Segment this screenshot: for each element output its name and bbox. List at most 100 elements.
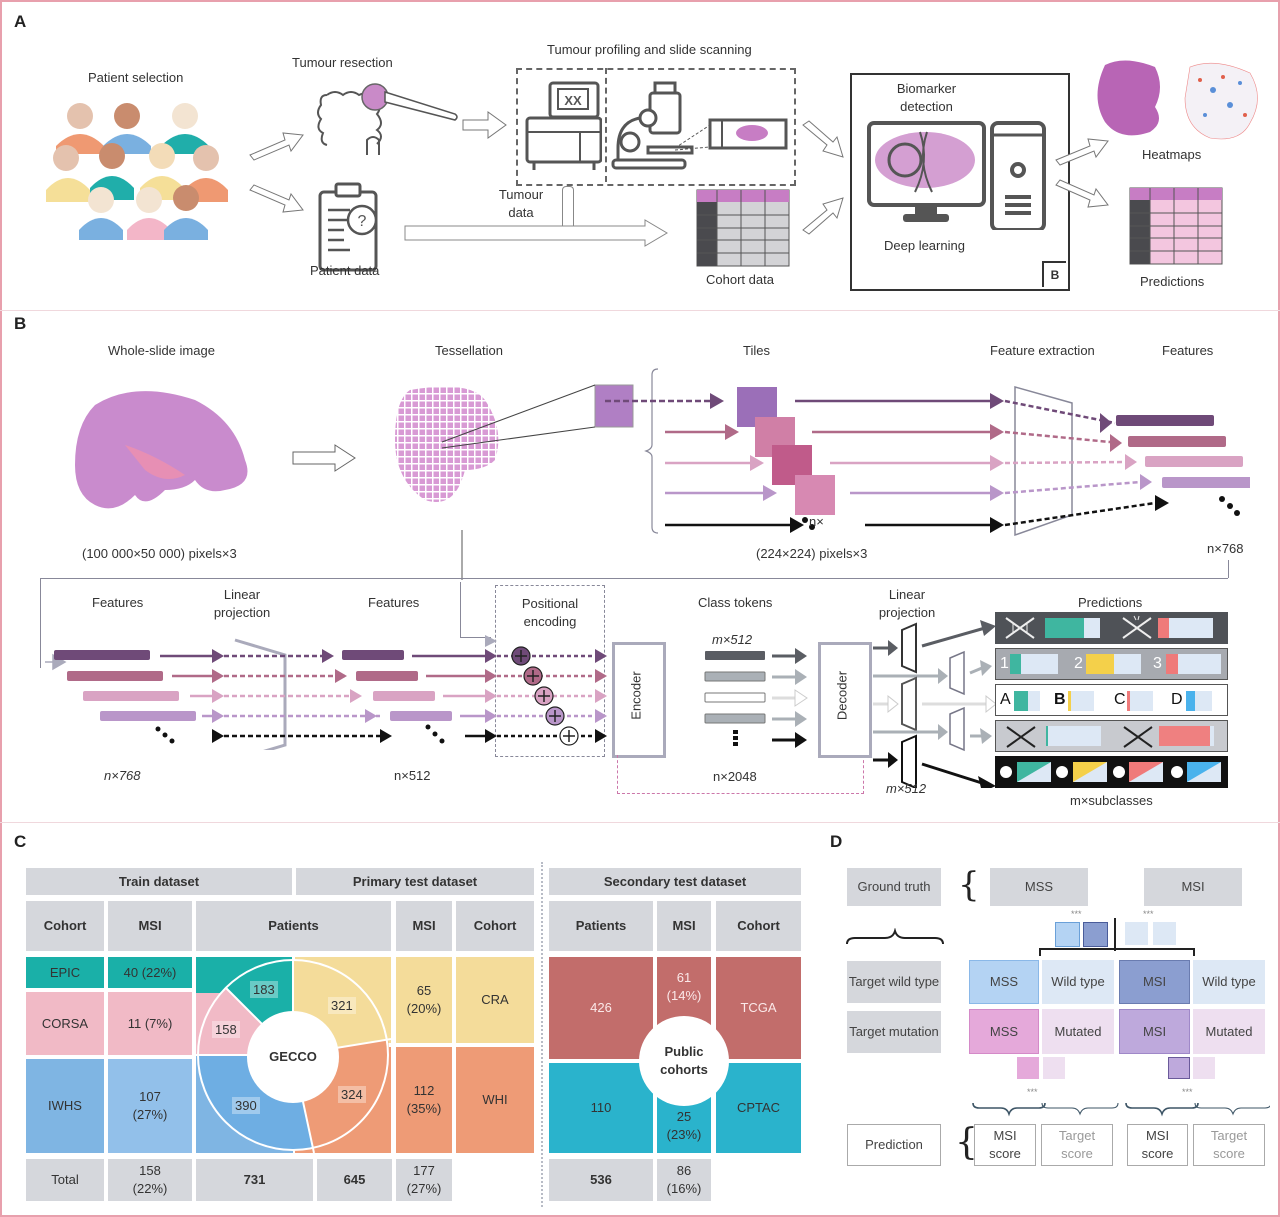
deep-learning-label: Deep learning <box>884 238 965 253</box>
score-bar-fill <box>1045 618 1084 638</box>
whi-cohort: WHI <box>456 1047 534 1153</box>
grid-mut-2: Mutated <box>1193 1009 1265 1054</box>
computer-icon <box>867 121 1046 230</box>
score-bar-track <box>1186 691 1212 711</box>
cra-patients: 321 <box>328 997 356 1014</box>
cohort-table-icon <box>696 189 790 267</box>
pos-connector <box>460 582 491 638</box>
prediction-row-2: 1 2 3 <box>995 648 1228 680</box>
class-c-label: C <box>1114 691 1126 708</box>
epic-patients: 183 <box>250 981 278 998</box>
positional-encoding-label: Positional encoding <box>521 596 579 629</box>
tumour-resection-label: Tumour resection <box>292 55 393 70</box>
mut-swatch-2 <box>1193 1057 1215 1079</box>
score-bar-fill <box>1127 691 1130 711</box>
patient-arrows <box>249 132 304 213</box>
sec-total-msi: 86 (16%) <box>657 1159 711 1201</box>
score-bar-track <box>1014 691 1040 711</box>
panel-d-letter: D <box>830 832 843 851</box>
subclass-1-label: 1 <box>1000 655 1009 672</box>
primary-test-header: Primary test dataset <box>296 868 534 895</box>
m-subclasses-label: m×subclasses <box>1070 793 1153 808</box>
patient-selection-label: Patient selection <box>88 70 184 85</box>
msi-mut-swatch <box>1168 1057 1190 1079</box>
comparison-bracket <box>1039 948 1195 956</box>
prediction-row-4 <box>995 720 1228 752</box>
colon-scalpel-icon <box>317 83 458 155</box>
corsa-msi: 11 (7%) <box>108 992 192 1055</box>
score-bar-track <box>1127 691 1153 711</box>
people-icon <box>46 103 228 240</box>
prediction-row-3: A B C D <box>995 684 1228 716</box>
class-a-label: A <box>1000 691 1011 708</box>
subclass-2-label: 2 <box>1074 655 1083 672</box>
flow-connector-right <box>1228 560 1229 578</box>
class-b-label: B <box>1054 691 1066 708</box>
dna-icon <box>1005 617 1035 639</box>
feature-extractor-trapezoid <box>1014 386 1073 537</box>
cra-msi: 65 (20%) <box>396 957 452 1043</box>
stars-4: *** <box>1182 1087 1193 1097</box>
epic-cohort: EPIC <box>26 957 104 988</box>
score-bar-track <box>1158 618 1213 638</box>
prediction-label: Prediction <box>847 1124 941 1166</box>
mutated-dna-icon <box>1122 615 1152 639</box>
whi-msi: 112 (35%) <box>396 1047 452 1153</box>
score-bar-track <box>1086 654 1141 674</box>
sec-col-msi: MSI <box>657 901 711 951</box>
tile-4 <box>795 475 835 515</box>
bracket-stem <box>1114 918 1116 951</box>
grid-mut-1: Mutated <box>1042 1009 1114 1054</box>
train-total-patients: 731 <box>196 1159 313 1201</box>
feature-bar <box>100 711 196 721</box>
arrow-up-icon <box>249 132 304 161</box>
projection-diagram <box>45 635 607 750</box>
col-cohort-2: Cohort <box>456 901 534 951</box>
mss-wt-swatch <box>1055 922 1080 947</box>
primary-total-msi: 177 (27%) <box>396 1159 452 1201</box>
linear-projection-label-2: Linear projection <box>878 587 936 620</box>
iwhs-msi: 107 (27%) <box>108 1059 192 1153</box>
subclass-markers <box>1000 762 1221 782</box>
gecco-label: GECCO <box>269 1049 317 1065</box>
svg-text:XX: XX <box>564 93 582 108</box>
score-bar-fill <box>1158 618 1169 638</box>
grid-mss-wt: MSS <box>969 960 1039 1004</box>
tumour-data-label: Tumour data <box>498 187 544 220</box>
score-bar-fill <box>1068 691 1071 711</box>
target-wild-type-label: Target wild type <box>847 961 941 1003</box>
panel-c-letter: C <box>14 832 27 851</box>
horizontal-brace-icon <box>846 928 944 945</box>
features-label: Features <box>1162 343 1214 358</box>
profiling-divider <box>605 68 607 182</box>
grid-wt-1: Wild type <box>1042 960 1114 1004</box>
score-bar-fill <box>1010 654 1021 674</box>
train-total-msi: 158 (22%) <box>108 1159 192 1201</box>
arrow-head-icon <box>710 393 724 409</box>
corsa-patients: 158 <box>212 1021 240 1038</box>
tessellation-label: Tessellation <box>435 343 503 358</box>
total-label: Total <box>26 1159 104 1201</box>
tile-size-label: (224×224) pixels×3 <box>756 546 868 561</box>
panel-a-letter: A <box>14 12 27 31</box>
wt-swatch-2 <box>1153 922 1176 945</box>
feature-bar <box>390 711 452 721</box>
target-score-1: Target score <box>1041 1124 1113 1166</box>
cptac-patients: 110 <box>549 1063 653 1153</box>
patient-data-arrow <box>404 219 668 247</box>
prediction-brace-icon: { <box>955 1122 978 1163</box>
heatmaps-label: Heatmaps <box>1142 147 1202 162</box>
ground-truth-brace-icon: { <box>958 865 980 905</box>
linear-projection-trapezoid <box>234 638 287 750</box>
panel-b-letter: B <box>14 314 27 333</box>
score-bar-track <box>1046 726 1101 746</box>
feature-extraction-label: Feature extraction <box>990 343 1095 358</box>
predictions-table-icon <box>1129 187 1223 265</box>
output-arrows <box>1055 138 1109 208</box>
score-bar-track <box>1166 654 1221 674</box>
tessellation-arrow-icon <box>292 444 356 472</box>
n2048-label: n×2048 <box>710 769 760 784</box>
grid-msi-wt: MSI <box>1119 960 1190 1004</box>
positional-encoding-box <box>495 585 605 757</box>
